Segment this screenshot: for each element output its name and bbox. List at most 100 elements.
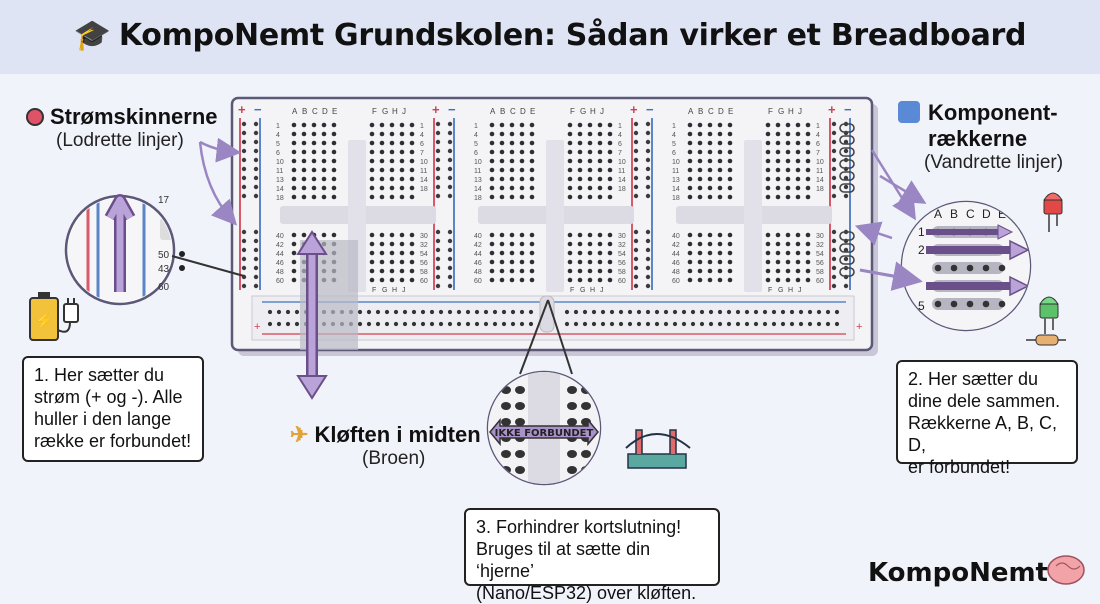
rail-hole (435, 175, 441, 181)
rail-hole (253, 148, 259, 154)
bottom-hole (762, 321, 768, 327)
bottom-hole (384, 321, 390, 327)
hole (607, 131, 613, 137)
hole (529, 194, 535, 200)
rail-hole (241, 238, 247, 244)
hole (707, 277, 713, 283)
hole (369, 268, 375, 274)
hole (409, 241, 415, 247)
bottom-hole (627, 321, 633, 327)
hole (607, 277, 613, 283)
hole (409, 122, 415, 128)
hole (489, 149, 495, 155)
rail-loop (839, 147, 855, 157)
rail-hole (645, 283, 651, 289)
rail-hole (447, 193, 453, 199)
bottom-hole (717, 321, 723, 327)
hole (717, 158, 723, 164)
row-number: 44 (474, 251, 482, 258)
hole (369, 185, 375, 191)
rail-hole (447, 283, 453, 289)
zoom-row-hole (982, 300, 990, 308)
rail-hole (633, 121, 639, 127)
rail-hole (645, 247, 651, 253)
hole (805, 241, 811, 247)
hole (567, 167, 573, 173)
bottom-hole (276, 321, 282, 327)
row-number: 46 (474, 260, 482, 267)
grid-icon (898, 101, 920, 123)
column-label: B (500, 107, 505, 116)
hole (795, 194, 801, 200)
rail-hole (645, 238, 651, 244)
hole (577, 268, 583, 274)
hole (291, 131, 297, 137)
row-number: 32 (816, 242, 824, 249)
hole (489, 250, 495, 256)
rail-hole (435, 247, 441, 253)
hole (697, 176, 703, 182)
hole (687, 122, 693, 128)
hole (707, 158, 713, 164)
hole (519, 176, 525, 182)
hole (597, 140, 603, 146)
hole (291, 158, 297, 164)
column-label: G (580, 107, 586, 116)
hole (717, 185, 723, 191)
bottom-hole (375, 309, 381, 315)
bottom-hole (654, 321, 660, 327)
hole (389, 241, 395, 247)
hole (765, 158, 771, 164)
hole (597, 277, 603, 283)
minus-sign: − (646, 102, 654, 117)
hole (687, 167, 693, 173)
rail-hole (633, 256, 639, 262)
hole (301, 122, 307, 128)
row-number: 1 (672, 123, 676, 130)
hole (697, 122, 703, 128)
row-number: 14 (618, 177, 626, 184)
hole (577, 131, 583, 137)
bottom-hole (645, 309, 651, 315)
hole (717, 268, 723, 274)
gap-zoom-hole (515, 466, 525, 474)
svg-text:⚡: ⚡ (34, 311, 54, 330)
rail-hole (241, 175, 247, 181)
hole (697, 250, 703, 256)
plus-sign: + (432, 102, 440, 117)
bottom-hole (753, 309, 759, 315)
rail-hole (831, 283, 837, 289)
hole (379, 194, 385, 200)
hole (399, 277, 405, 283)
rail-hole (241, 265, 247, 271)
rail-hole (253, 184, 259, 190)
row-number: 13 (276, 177, 284, 184)
bottom-hole (483, 321, 489, 327)
hole (509, 268, 515, 274)
bottom-hole (735, 321, 741, 327)
rail-hole (435, 130, 441, 136)
hole (389, 277, 395, 283)
hole (399, 268, 405, 274)
bottom-hole (798, 321, 804, 327)
row-number: 14 (420, 177, 428, 184)
page-title-text: KompoNemt Grundskolen: Sådan virker et B… (118, 18, 1027, 53)
hole (489, 158, 495, 164)
rail-hole (633, 148, 639, 154)
hole (727, 149, 733, 155)
hole (379, 122, 385, 128)
gap-title: ✈Kløften i midten (290, 422, 481, 447)
hole (697, 259, 703, 265)
zoom-column-label: C (966, 207, 975, 221)
hole (489, 259, 495, 265)
hole (727, 250, 733, 256)
hole (311, 176, 317, 182)
bottom-hole (429, 309, 435, 315)
row-number: 58 (618, 269, 626, 276)
bridge-icon (625, 429, 691, 469)
column-label: J (600, 287, 604, 294)
hole (577, 232, 583, 238)
hole (529, 259, 535, 265)
zoom-row-arrowhead (997, 224, 1014, 240)
